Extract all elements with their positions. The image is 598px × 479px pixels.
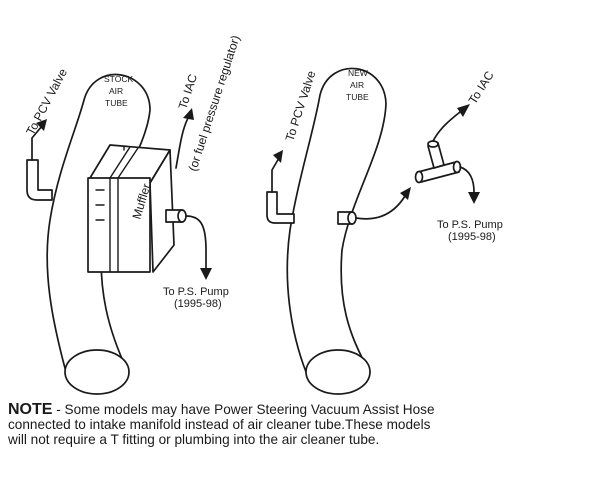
note-line-1-text: - Some models may have Power Steering Va…: [52, 402, 435, 417]
new-ps-line: [459, 166, 475, 193]
stock-ps-line: [185, 215, 207, 269]
stock-pcv-nipple: [26, 159, 53, 201]
stock-iac-label: To IAC: [176, 72, 201, 111]
new-iac-label: To IAC: [466, 68, 497, 106]
new-air-tube: [286, 67, 387, 395]
new-ps-label-2: (1995-98): [448, 231, 496, 243]
stock-ps-arrow-icon: [200, 268, 212, 280]
new-tube-outlet: [305, 349, 371, 395]
stock-pcv-label: To PCV Valve: [23, 66, 70, 137]
t-fitting: [414, 140, 462, 184]
note-line-2: connected to intake manifold instead of …: [8, 417, 431, 432]
stock-iac-arrow-icon: [183, 108, 194, 120]
new-pcv-arrow-icon: [273, 150, 283, 163]
stock-pcv-arrow-icon: [36, 119, 47, 131]
new-tube-label-1: NEW: [348, 68, 368, 78]
stock-tube-label-2: AIR: [109, 86, 123, 96]
muffler: [87, 144, 175, 273]
new-iac-line: [432, 111, 461, 142]
new-iac-arrow-icon: [457, 104, 470, 117]
note-line-3: will not require a T fitting or plumbing…: [8, 432, 380, 447]
stock-ps-label-1: To P.S. Pump: [163, 286, 229, 298]
note-heading: NOTE: [8, 401, 53, 418]
stock-pcv-line: [31, 125, 43, 161]
new-port-to-tee-line: [355, 195, 406, 220]
new-tube-label-2: AIR: [350, 80, 364, 90]
stock-tube-label-1: STOCK: [104, 74, 133, 84]
stock-tube-outlet: [64, 349, 130, 395]
new-tube-label-3: TUBE: [346, 92, 369, 102]
stock-iac-sub-label: (or fuel pressure regulator): [186, 33, 243, 172]
stock-ps-label-2: (1995-98): [174, 298, 222, 310]
new-pcv-line: [271, 157, 280, 193]
new-ps-label-1: To P.S. Pump: [437, 219, 503, 231]
note-line-1: NOTE - Some models may have Power Steeri…: [8, 401, 593, 418]
new-tee-arrow-icon: [400, 187, 411, 200]
stock-iac-line: [175, 117, 189, 169]
note-paragraph: NOTE - Some models may have Power Steeri…: [8, 401, 593, 448]
new-pcv-nipple: [266, 191, 295, 224]
stock-tube-label-3: TUBE: [105, 98, 128, 108]
new-ps-arrow-icon: [468, 192, 480, 204]
